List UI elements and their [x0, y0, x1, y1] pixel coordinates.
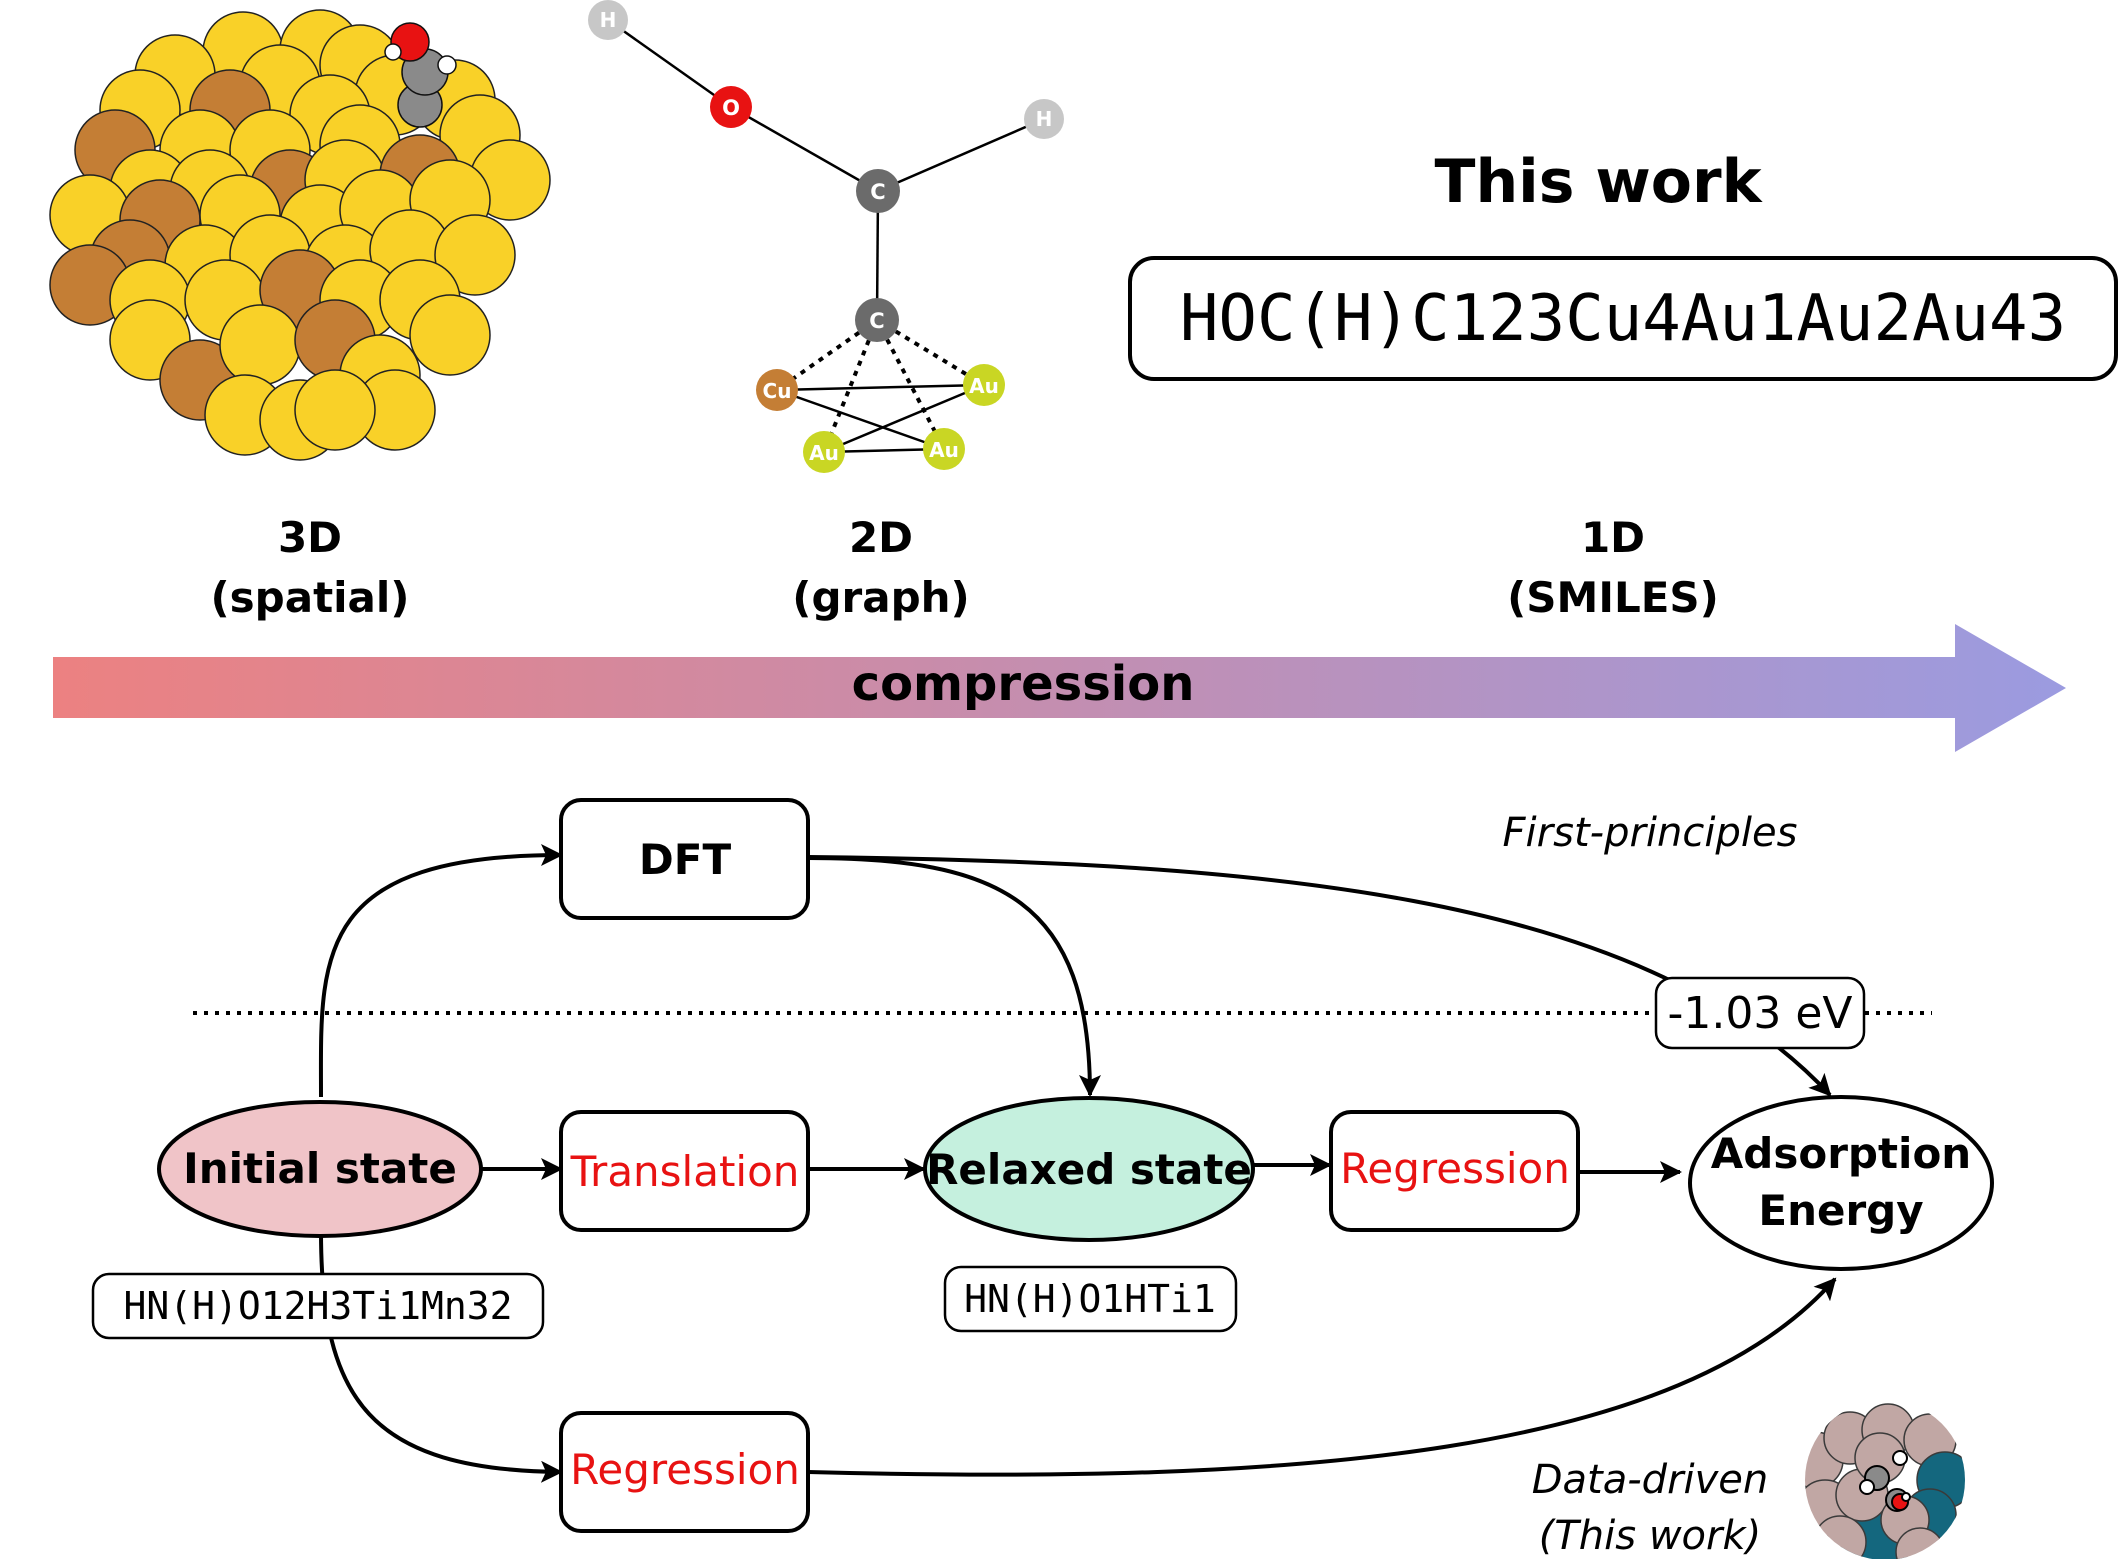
dft-node	[559, 798, 810, 920]
atom-cu-icon: Cu	[756, 369, 798, 411]
nanocluster-3d-model	[49, 9, 551, 461]
initial-state-node	[157, 1100, 483, 1238]
svg-text:H: H	[600, 8, 617, 32]
smiles-initial-box	[91, 1272, 545, 1340]
svg-text:C: C	[870, 180, 885, 204]
adsorption-line2: Energy	[1758, 1186, 1923, 1235]
svg-text:Au: Au	[969, 374, 999, 398]
label-3d-name: 3D	[278, 513, 342, 562]
label-3d-kind: (spatial)	[210, 573, 409, 622]
atom-c1-icon: C	[856, 169, 900, 213]
label-2d-kind: (graph)	[792, 573, 969, 622]
translation-node	[559, 1110, 810, 1232]
atom-c2-icon: C	[855, 298, 899, 342]
gold-atom	[434, 214, 516, 296]
svg-text:O: O	[722, 96, 740, 120]
hydrogen-atom	[384, 43, 402, 61]
translation-label: Translation	[570, 1147, 800, 1196]
this-work-title: This work	[1435, 147, 1764, 217]
edge-initial-to-dft	[318, 844, 563, 1098]
label-2d-name: 2D	[849, 513, 913, 562]
edge-regression-bottom-to-adsorption	[807, 1277, 1837, 1477]
smiles-main-box	[1128, 256, 2118, 381]
edge-dft-to-relaxed	[807, 856, 1101, 1097]
smiles-relaxed-text: HN(H)O1HTi1	[964, 1277, 1216, 1321]
regression-bottom-node	[559, 1411, 810, 1533]
dft-label: DFT	[639, 835, 732, 884]
smiles-relaxed-box	[943, 1265, 1238, 1333]
gold-atom	[409, 294, 491, 376]
edge-dft-to-adsorption	[807, 855, 1832, 1097]
relaxed-state-node	[923, 1096, 1255, 1242]
atom-au3-icon: Au	[923, 428, 965, 470]
relaxed-state-label: Relaxed state	[926, 1145, 1252, 1194]
gold-atom	[294, 369, 376, 451]
regression-bottom-label: Regression	[570, 1445, 800, 1494]
atom-au2-icon: Au	[803, 431, 845, 473]
atom-h1-icon: H	[588, 0, 628, 40]
regression-top-node	[1329, 1110, 1580, 1232]
label-1d-name: 1D	[1581, 513, 1645, 562]
molecular-graph: H O H C C Cu Au Au Au	[588, 0, 1064, 473]
initial-state-label: Initial state	[183, 1144, 457, 1193]
compression-arrow	[53, 624, 2066, 752]
adsorbate-thumbnail-icon	[1805, 1400, 1965, 1559]
svg-text:H: H	[1036, 107, 1053, 131]
svg-text:Cu: Cu	[763, 379, 792, 403]
smiles-initial-text: HN(H)O12H3Ti1Mn32	[124, 1284, 513, 1328]
edge-initial-to-regression-bottom	[319, 1231, 563, 1483]
adsorption-line1: Adsorption	[1711, 1129, 1971, 1178]
atom-au1-icon: Au	[963, 364, 1005, 406]
first-principles-label: First-principles	[1503, 810, 1798, 856]
data-driven-line2: (This work)	[1539, 1513, 1761, 1559]
hydrogen-atom	[437, 55, 457, 75]
gold-atom	[219, 304, 301, 386]
smiles-main-text: HOC(H)C123Cu4Au1Au2Au43	[1180, 282, 2066, 356]
atom-h2-icon: H	[1024, 99, 1064, 139]
data-driven-line1: Data-driven	[1532, 1457, 1769, 1503]
energy-label: -1.03 eV	[1667, 988, 1852, 1039]
regression-top-label: Regression	[1340, 1144, 1570, 1193]
label-1d-kind: (SMILES)	[1507, 573, 1719, 622]
compression-label: compression	[852, 656, 1195, 712]
adsorption-energy-node	[1688, 1095, 1994, 1271]
energy-label-box	[1654, 976, 1866, 1050]
svg-text:Au: Au	[929, 438, 959, 462]
svg-text:Au: Au	[809, 441, 839, 465]
atom-o-icon: O	[710, 86, 752, 128]
svg-text:C: C	[869, 309, 884, 333]
